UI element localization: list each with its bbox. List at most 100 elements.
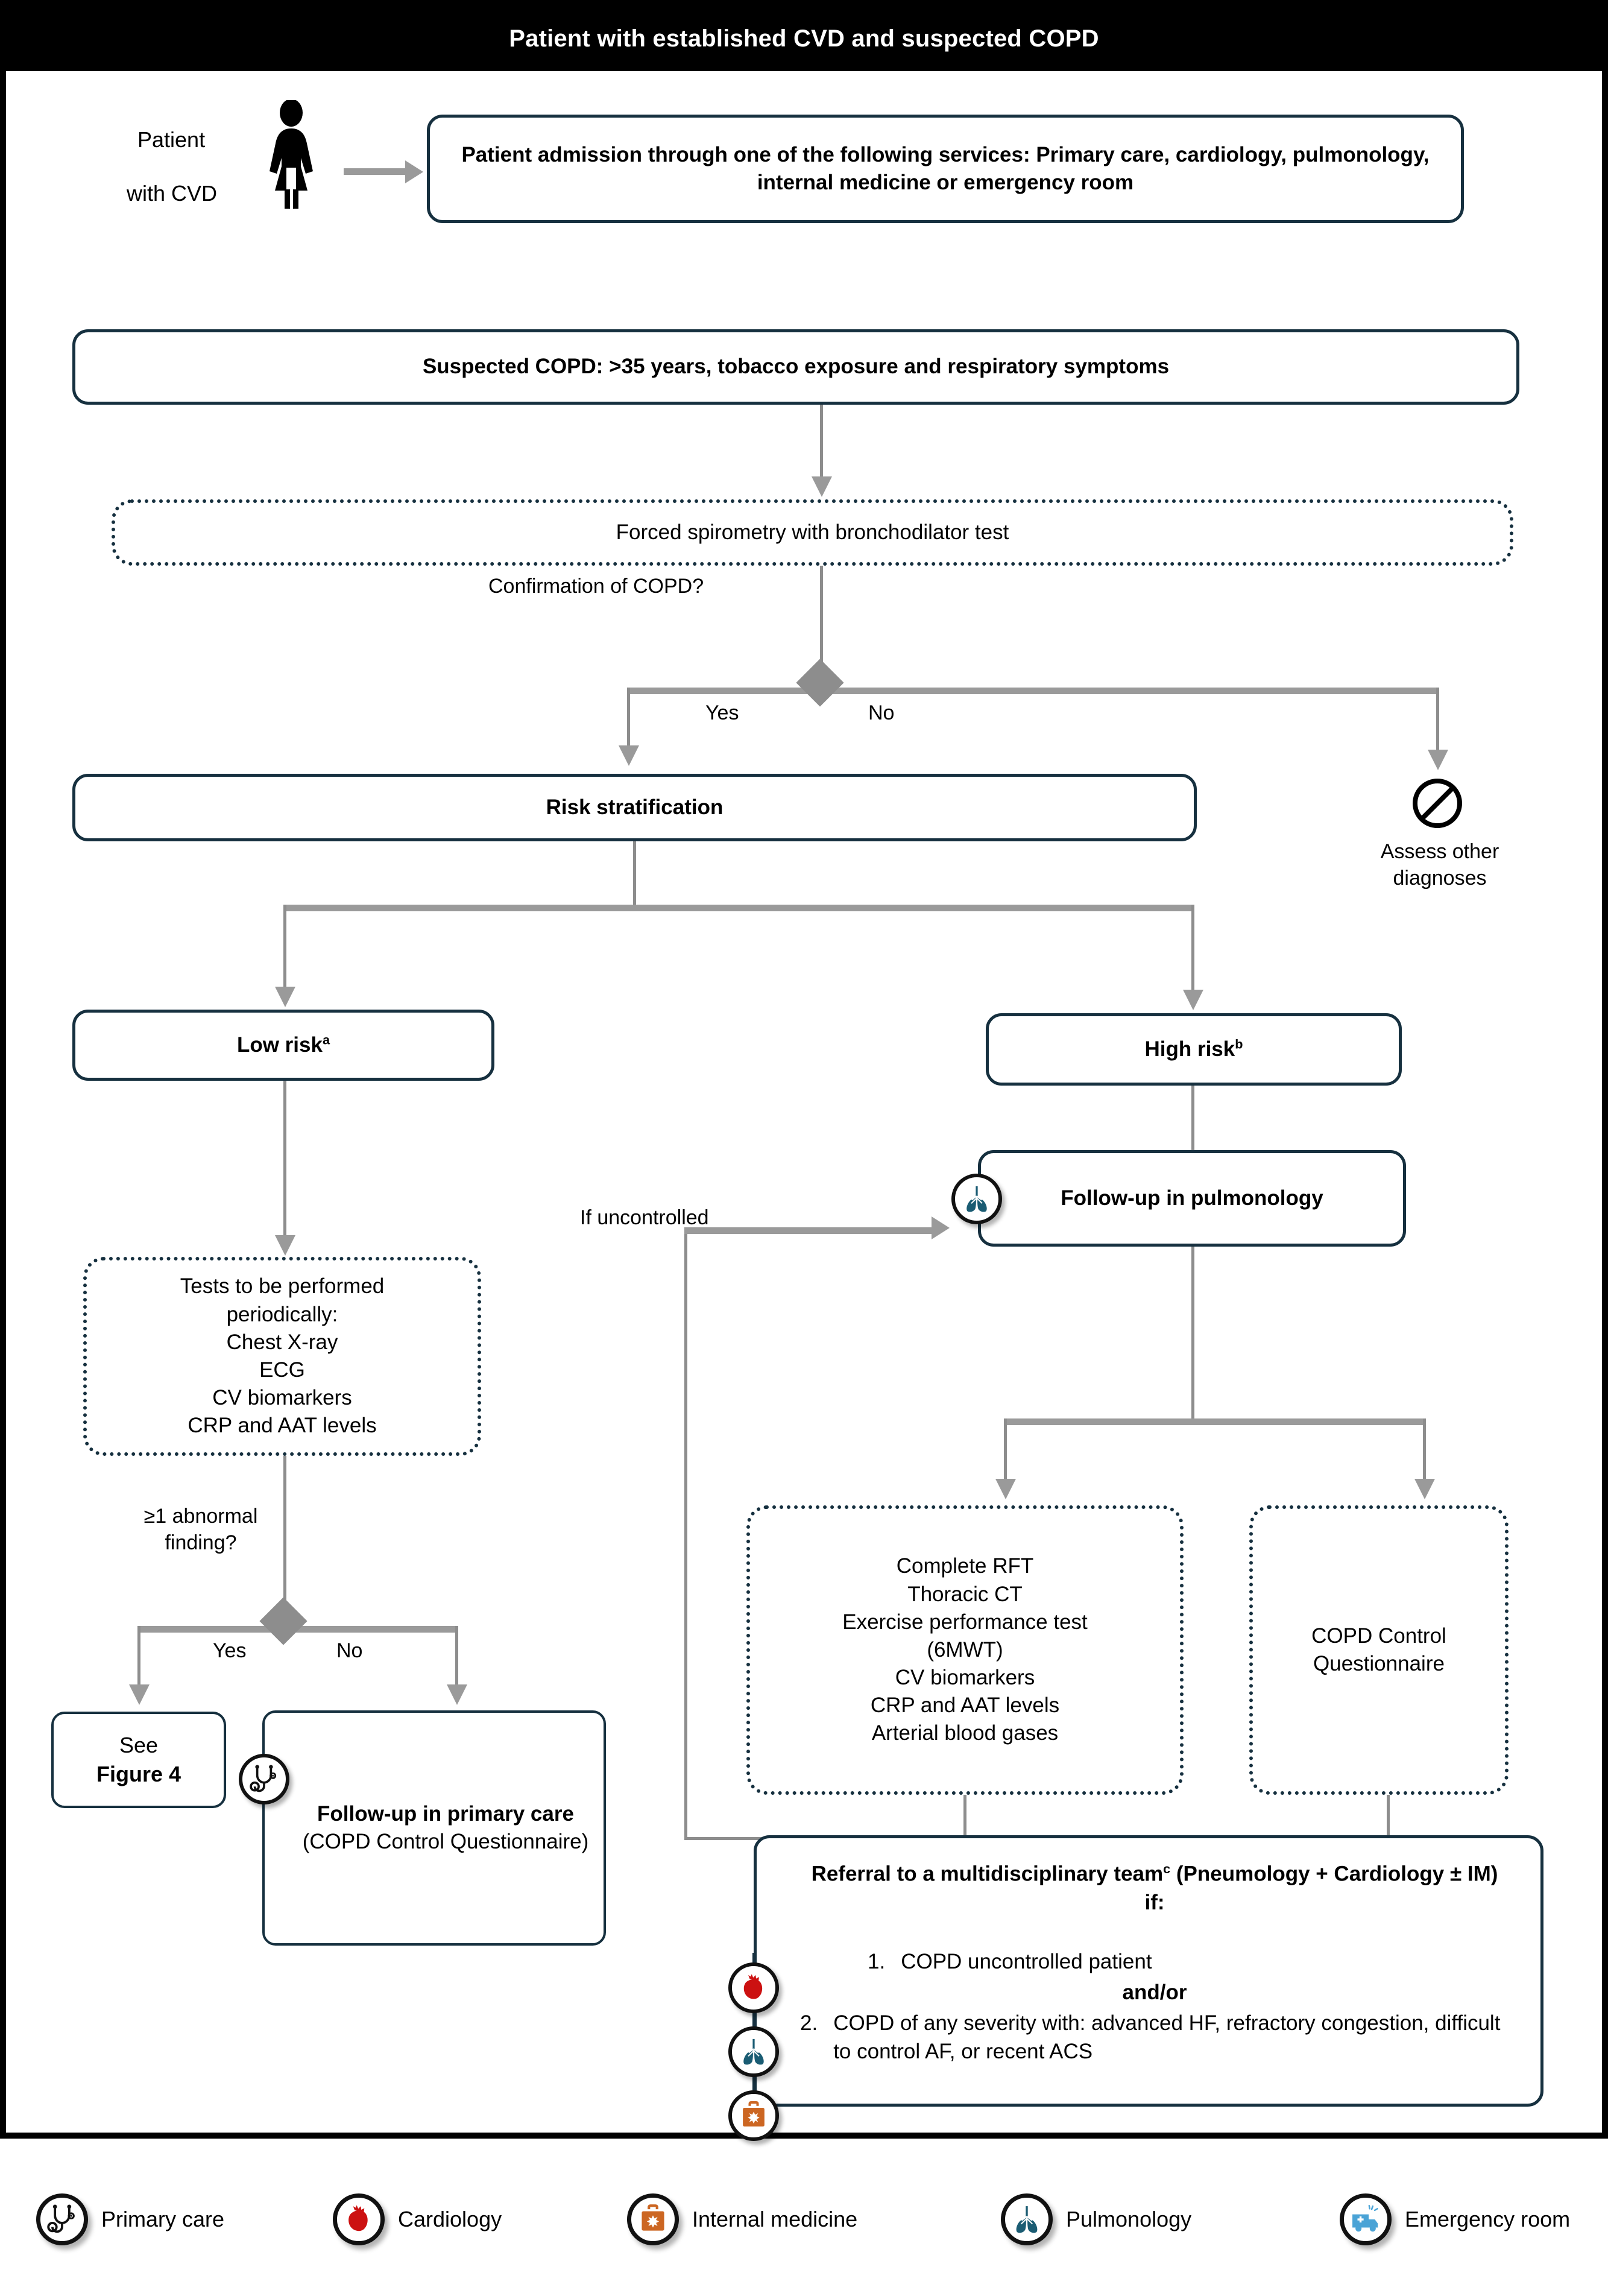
legend-item-internal-medicine: Internal medicine [627,2193,857,2245]
legend-label-cardiology: Cardiology [398,2207,502,2231]
flowchart-canvas: Patient with CVD Patient admission throu… [6,71,1602,2141]
legend-item-primary-care: Primary care [36,2193,224,2245]
edge-risk-to-high [1191,905,1194,995]
node-low-risk[interactable]: Low riska [72,1010,494,1081]
node-risk-stratification[interactable]: Risk stratification [72,774,1197,841]
ambulance-icon-chip [1340,2193,1392,2245]
medical-bag-icon-chip [627,2193,679,2245]
lungs-icon-chip-pulmonology [951,1174,1002,1224]
node-admission[interactable]: Patient admission through one of the fol… [427,115,1464,223]
edge-uncontrolled-v [684,1230,687,1839]
edge-patient-to-admission-arrow [405,160,423,183]
edge-ccq-to-referral [1387,1795,1390,1843]
node-referral-item-1: 1. COPD uncontrolled patient [800,1948,1509,1976]
node-high-risk[interactable]: High riskb [986,1013,1402,1086]
node-see-figure-4-line2: Figure 4 [96,1762,181,1786]
node-followup-primary-care-text: Follow-up in primary care (COPD Control … [302,1801,589,1853]
legend-label-emergency-room: Emergency room [1405,2207,1571,2231]
edge-suspected-to-spirometry [820,405,823,482]
node-periodic-tests-title: Tests to be performed [180,1274,385,1298]
node-high-risk-tests[interactable]: Complete RFT Thoracic CT Exercise perfor… [746,1505,1184,1795]
node-suspected-copd[interactable]: Suspected COPD: >35 years, tobacco expos… [72,329,1519,405]
edge-risk-to-low [283,905,286,992]
node-followup-primary-care[interactable]: Follow-up in primary care (COPD Control … [262,1710,606,1946]
lungs-icon [966,1186,987,1212]
node-referral-item-2: 2. COPD of any severity with: advanced H… [800,2009,1509,2066]
node-see-figure-4-line1: See [119,1733,159,1758]
edge-pulmo-to-tests-arrow [995,1479,1016,1499]
node-high-risk-tests-line-6: Arterial blood gases [871,1721,1059,1745]
edge-pulmo-to-ccq-arrow [1414,1479,1435,1499]
legend: Primary care Cardiology Internal medicin… [0,2177,1608,2262]
decision-abnormal-finding[interactable] [259,1597,307,1645]
node-referral-multidisciplinary[interactable]: Referral to a multidisciplinary teamc (P… [754,1835,1543,2107]
edge-yes-arrow [619,745,639,766]
edge-low-to-tests-arrow [275,1235,295,1256]
ambulance-icon [1352,2204,1378,2232]
edge-high-to-pulmo [1191,1086,1194,1173]
heart-icon-chip [333,2193,385,2245]
edge-risk-down [633,841,636,908]
node-followup-pulmonology[interactable]: Follow-up in pulmonology [978,1150,1406,1247]
stethoscope-icon-chip [36,2193,88,2245]
prohibition-icon [1413,779,1462,828]
node-high-risk-tests-line-4: CV biomarkers [895,1666,1035,1690]
node-high-risk-tests-line-0: Complete RFT [896,1554,1034,1578]
edge-no-down [1436,688,1439,755]
lungs-icon-chip-referral [728,2026,779,2077]
node-copd-control-questionnaire[interactable]: COPD Control Questionnaire [1249,1505,1509,1795]
edge-label-yes-1: Yes [705,701,739,724]
page-title-text: Patient with established CVD and suspect… [509,25,1099,52]
legend-item-cardiology: Cardiology [333,2193,502,2245]
edge-no-arrow [1428,750,1448,770]
node-high-risk-text: High riskb [1144,1036,1243,1061]
node-admission-text: Patient admission through one of the fol… [461,142,1430,194]
edge-uncontrolled-h2 [684,1227,936,1234]
stethoscope-icon-chip-primary-care [239,1754,289,1804]
node-periodic-tests-line-0: periodically: [226,1302,338,1326]
edge-risk-split [283,905,1194,911]
label-assess-other-diagnoses: Assess other diagnoses [1380,840,1499,890]
edge-pulmo-to-tests [1004,1418,1007,1485]
node-periodic-tests-line-1: Chest X-ray [226,1330,338,1354]
edge-tests-to-decision2 [283,1456,286,1613]
node-periodic-tests[interactable]: Tests to be performed periodically: Ches… [83,1257,481,1456]
node-periodic-tests-line-3: CV biomarkers [212,1386,352,1410]
heart-icon [743,1974,763,1999]
node-suspected-copd-text: Suspected COPD: >35 years, tobacco expos… [422,355,1170,379]
edge-label-no-2: No [336,1639,363,1662]
edge-uncontrolled-arrow [932,1216,950,1239]
legend-label-internal-medicine: Internal medicine [692,2207,858,2231]
edge-no2-down [455,1626,458,1689]
edge-spirometry-to-decision [820,566,823,674]
node-referral-title: Referral to a multidisciplinary teamc (P… [811,1861,1498,1914]
node-referral-item-1-number: 1. [868,1950,886,1974]
decision-confirmation-copd[interactable] [796,659,844,707]
node-referral-item-2-text: COPD of any severity with: advanced HF, … [833,2011,1501,2064]
stethoscope-icon [47,2204,75,2233]
node-forced-spirometry[interactable]: Forced spirometry with bronchodilator te… [112,499,1513,566]
node-followup-pulmonology-text: Follow-up in pulmonology [1061,1186,1323,1210]
edge-label-confirmation: Confirmation of COPD? [488,575,704,598]
edge-label-yes-2: Yes [213,1639,247,1662]
edge-risk-to-high-arrow [1183,990,1203,1010]
edge-yes2-arrow [129,1684,150,1705]
patient-label-line1: Patient [137,127,206,152]
node-see-figure-4[interactable]: See Figure 4 [51,1712,226,1808]
lungs-icon [1016,2206,1038,2233]
node-high-risk-tests-line-2: Exercise performance test [842,1610,1088,1634]
edge-pulmo-split [1004,1418,1426,1425]
edge-risk-to-low-arrow [275,987,295,1007]
medical-bag-icon-chip-internal-medicine [728,2090,779,2141]
page-title: Patient with established CVD and suspect… [6,6,1602,71]
lungs-icon [743,2038,764,2065]
node-referral-andor: and/or [1122,1980,1187,2004]
node-risk-stratification-text: Risk stratification [546,795,724,819]
lungs-icon-chip [1001,2193,1053,2245]
node-high-risk-tests-line-5: CRP and AAT levels [870,1694,1060,1718]
patient-label-line2: with CVD [127,181,218,206]
node-referral-item-1-text: COPD uncontrolled patient [901,1950,1152,1974]
edge-low-to-tests [283,1081,286,1241]
heart-icon-chip-cardiology [728,1962,779,2013]
